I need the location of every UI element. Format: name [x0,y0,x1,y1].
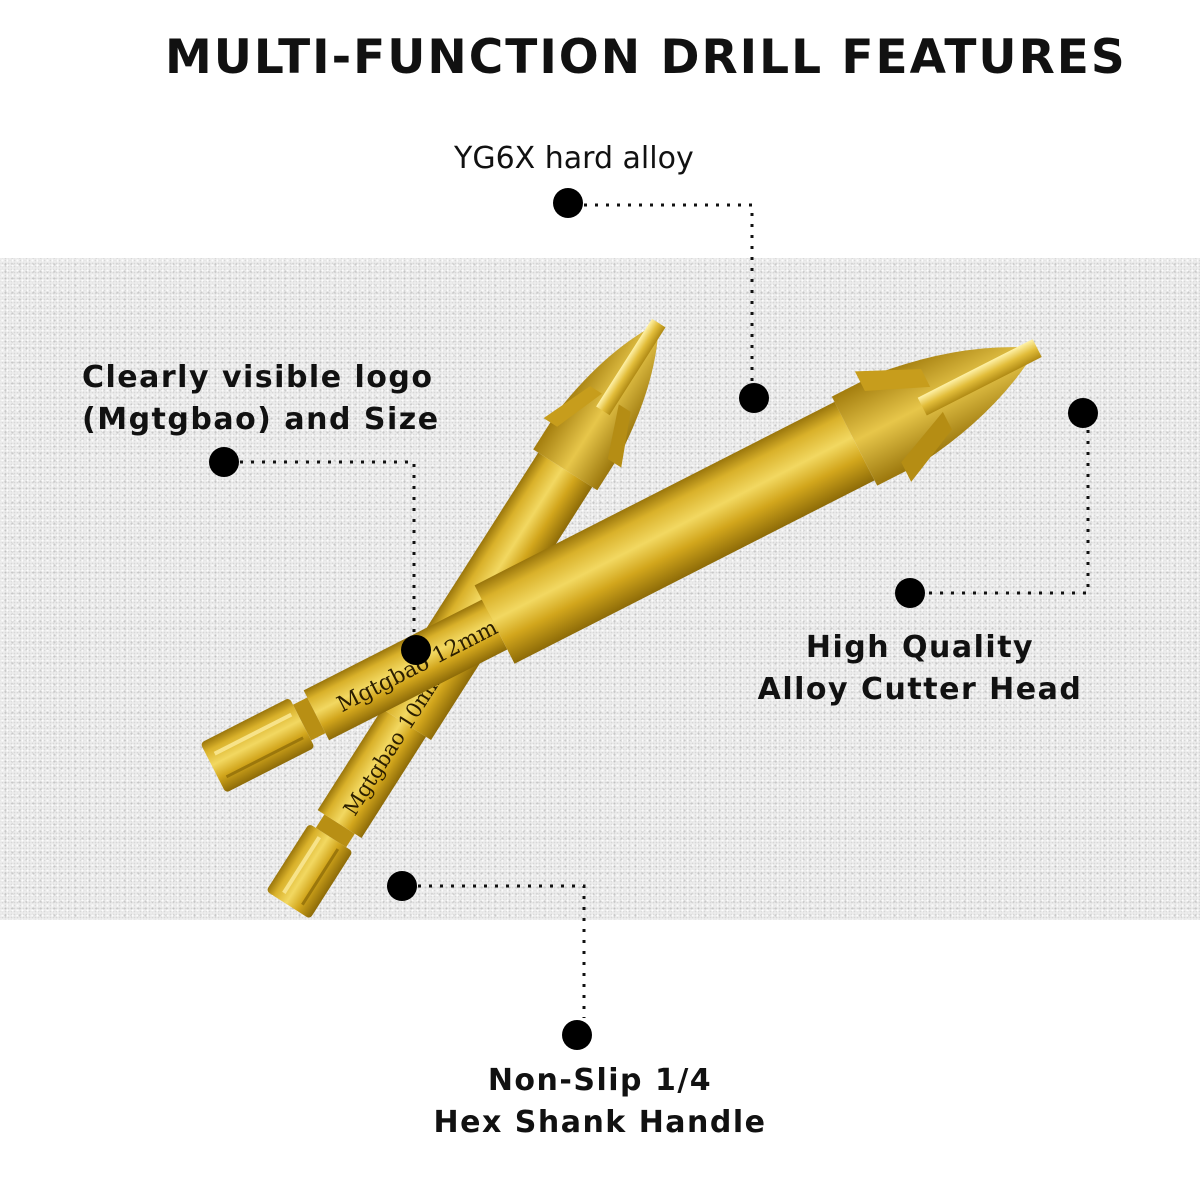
callout-shank [387,871,592,1050]
label-shank-line1: Non-Slip 1/4 [487,1063,713,1098]
hex-shank-small [267,825,352,918]
hex-shank-large [201,699,314,792]
carbide-blade-large [917,339,1042,416]
label-shank-line2: Hex Shank Handle [433,1105,767,1140]
carbide-blade-small [596,318,666,416]
callout-alloy [553,188,769,413]
label-logo-line2: (Mgtgbao) and Size [82,402,440,437]
callout-logo [209,447,431,665]
page-title: MULTI-FUNCTION DRILL FEATURES [165,30,1127,85]
label-head-line2: Alloy Cutter Head [757,672,1083,707]
label-head-line1: High Quality [805,630,1035,665]
callout-head [895,398,1098,608]
drill-bit-12mm: Mgtgbao 12mm [201,339,1042,792]
label-alloy: YG6X hard alloy [454,141,694,176]
label-logo-line1: Clearly visible logo [82,360,434,395]
